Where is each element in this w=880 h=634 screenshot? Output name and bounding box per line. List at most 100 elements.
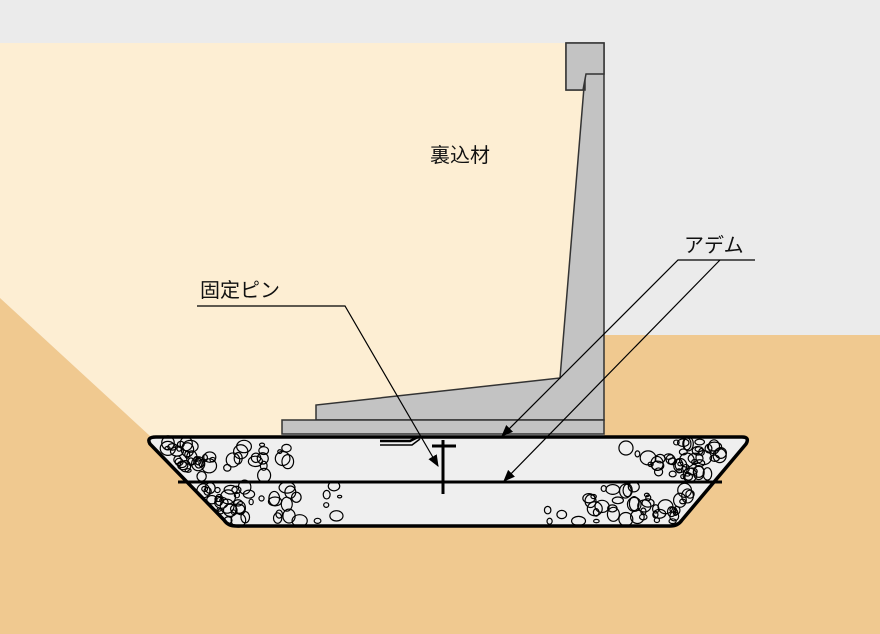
stone (590, 493, 597, 500)
stone (695, 449, 713, 466)
backfill-area (0, 43, 583, 436)
stone (280, 496, 293, 512)
stone (194, 456, 202, 466)
stone (627, 481, 640, 493)
stone (676, 468, 683, 474)
stone (323, 502, 330, 508)
aggregate-stones (159, 435, 727, 528)
stone (673, 439, 680, 446)
stone (584, 494, 597, 509)
fixing-pin (432, 440, 456, 494)
stone (674, 458, 684, 471)
stone (622, 483, 633, 498)
stone (282, 508, 296, 524)
stone (214, 495, 223, 503)
backfill-label: 裏込材 (430, 143, 490, 167)
stone (258, 495, 265, 502)
stone (653, 467, 664, 477)
stone (179, 436, 193, 452)
stone (291, 514, 308, 528)
stone (313, 517, 322, 525)
stone (329, 510, 344, 522)
stone (203, 486, 212, 496)
stone (654, 453, 666, 464)
stone (322, 489, 331, 500)
adem-label: アデム (684, 233, 744, 257)
stone (201, 485, 209, 493)
retaining-wall (281, 42, 605, 435)
leader-lines (197, 259, 755, 482)
stone (176, 460, 187, 469)
stone (629, 509, 645, 525)
stone (546, 517, 553, 525)
stone (235, 500, 247, 516)
stone (327, 480, 341, 492)
stone (225, 452, 241, 468)
stone (667, 457, 678, 466)
stone (618, 511, 634, 527)
stone (258, 442, 266, 448)
stone (692, 464, 705, 481)
stone (687, 452, 704, 465)
stone (237, 479, 252, 495)
stone (668, 518, 677, 525)
stone (606, 506, 620, 522)
stone (247, 455, 264, 468)
stone (184, 468, 192, 473)
stone (196, 470, 207, 482)
stone (196, 483, 211, 499)
stone (678, 448, 688, 456)
stone (219, 498, 235, 514)
stone (272, 512, 283, 524)
stone (682, 437, 692, 451)
stone (643, 492, 650, 498)
stone (203, 451, 217, 463)
stone (634, 450, 641, 458)
stone (637, 499, 652, 513)
stone (709, 454, 720, 462)
stone (694, 459, 706, 468)
stone (222, 503, 238, 518)
stone (543, 505, 552, 515)
stone (694, 438, 706, 446)
stone (231, 485, 242, 495)
stone (223, 516, 233, 525)
stone (640, 507, 647, 516)
stone (556, 509, 568, 520)
stone (206, 494, 218, 505)
stone (683, 436, 694, 452)
stone (336, 494, 343, 499)
stone (233, 491, 241, 499)
stone (164, 445, 171, 451)
stone (256, 452, 269, 465)
stone (650, 455, 664, 472)
stone (653, 517, 661, 524)
stone (668, 470, 677, 478)
stone (618, 440, 634, 456)
stone (707, 439, 721, 455)
stone (278, 481, 296, 494)
adem-sheet-upper (380, 435, 419, 443)
stone (233, 499, 243, 507)
stone (641, 498, 655, 508)
stone (652, 508, 667, 519)
stone (176, 445, 182, 452)
stone (236, 439, 253, 454)
stone (676, 438, 690, 448)
fixing-pin-label: 固定ピン (200, 278, 280, 302)
stone (618, 483, 632, 499)
stone (248, 498, 254, 506)
stone (201, 458, 218, 474)
stone (257, 467, 272, 483)
stone (683, 472, 694, 481)
stone (672, 508, 679, 516)
stone (214, 486, 221, 494)
foundation (147, 435, 750, 528)
stone (628, 496, 640, 512)
stone (230, 512, 247, 528)
stone (611, 496, 625, 505)
stone (570, 515, 587, 527)
stone (223, 484, 238, 495)
stone (686, 467, 698, 476)
